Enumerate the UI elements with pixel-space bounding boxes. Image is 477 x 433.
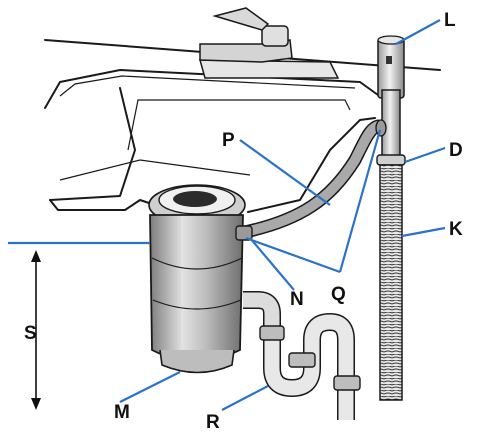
label-d: D	[449, 140, 463, 161]
faucet	[199, 7, 340, 79]
p-trap	[243, 291, 361, 420]
label-k: K	[449, 219, 463, 240]
hose-clamp	[376, 154, 406, 166]
label-r: R	[206, 412, 220, 433]
label-q: Q	[331, 284, 346, 305]
label-m: M	[114, 402, 130, 423]
corrugated-drain-hose	[379, 164, 403, 401]
label-n: N	[290, 289, 304, 310]
label-l: L	[444, 10, 456, 31]
dishwasher-drain-hose	[238, 119, 385, 239]
leader-lines	[119, 19, 446, 411]
food-waste-disposer	[148, 184, 253, 374]
dimension-s	[8, 241, 150, 410]
label-s: S	[24, 323, 37, 344]
label-p: P	[222, 130, 235, 151]
sink-basin	[49, 87, 376, 213]
air-gap-vent	[375, 35, 405, 161]
